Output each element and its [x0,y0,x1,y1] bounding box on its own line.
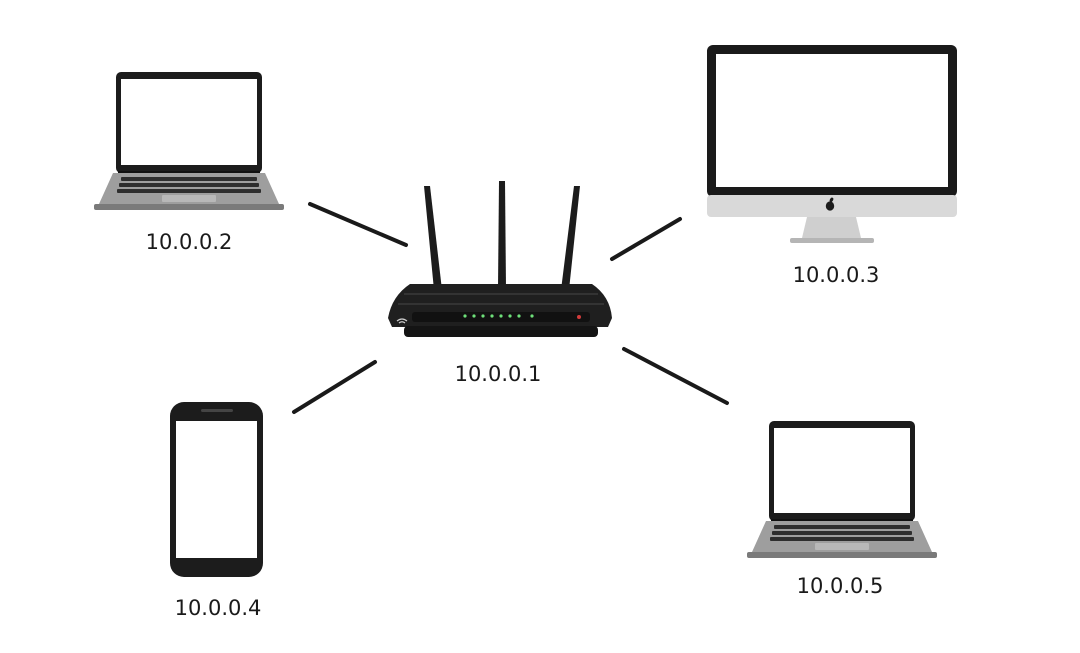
router-ip-label: 10.0.0.1 [454,362,542,386]
laptop-2-ip-label: 10.0.0.5 [796,574,884,598]
link-laptop-1 [308,202,408,247]
laptop-icon[interactable] [747,421,937,558]
smartphone-icon[interactable] [170,402,263,577]
link-laptop-2 [622,347,729,405]
link-imac [610,217,682,261]
connection-links [292,202,729,414]
laptop-1-ip-label: 10.0.0.2 [145,230,233,254]
imac-icon[interactable] [707,45,957,243]
apple-logo-icon [825,197,835,211]
link-phone [292,360,377,414]
router-power-led [577,315,581,319]
imac-ip-label: 10.0.0.3 [792,263,880,287]
router-led-indicators [463,314,534,318]
laptop-icon[interactable] [94,72,284,210]
phone-ip-label: 10.0.0.4 [174,596,262,620]
wifi-router-icon[interactable] [388,181,612,337]
